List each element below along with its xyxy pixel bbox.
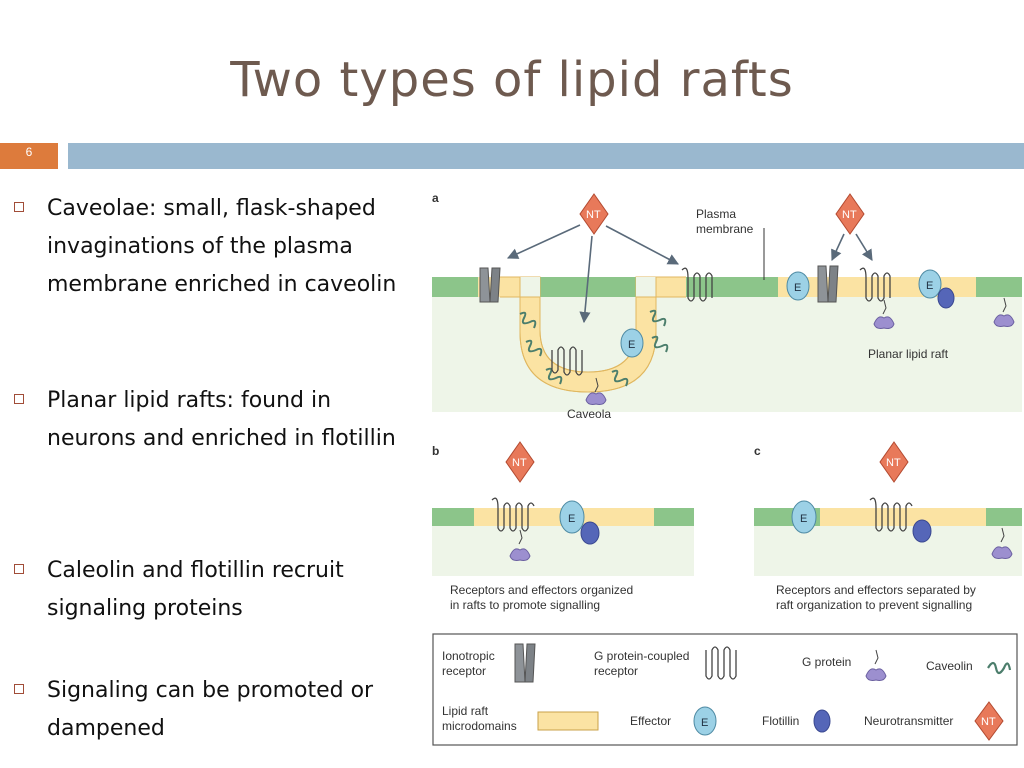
effector-label: E <box>701 717 708 729</box>
effector-label: E <box>628 339 635 351</box>
bullet-checkbox-icon <box>14 564 24 574</box>
lipid-raft-swatch <box>537 711 599 731</box>
bullet-text: Caleolin and flotillin recruit signaling… <box>47 558 344 621</box>
legend-label: Neurotransmitter <box>864 714 953 728</box>
legend-label: receptor <box>442 664 486 678</box>
nt-label: NT <box>842 209 857 221</box>
flotillin-icon <box>912 519 932 543</box>
bullet-checkbox-icon <box>14 394 24 404</box>
effector-icon <box>786 271 810 301</box>
effector-icon <box>693 706 717 736</box>
legend-label: Lipid raft <box>442 704 489 718</box>
gpcr-icon <box>491 497 535 532</box>
panel-b-caption: Receptors and effectors organized <box>450 583 633 597</box>
legend-label: G protein <box>802 655 851 669</box>
g-protein-icon <box>509 529 531 561</box>
caveola-cutout <box>520 277 540 297</box>
panel-b: b NT E Receptors and effectors organized… <box>432 441 694 612</box>
panel-b-letter: b <box>432 444 439 458</box>
neurotransmitter-icon: NT <box>505 441 535 483</box>
caveolin-icon <box>987 661 1012 675</box>
effector-label: E <box>794 282 801 294</box>
nt-label: NT <box>512 457 527 469</box>
gpcr-icon <box>551 346 583 376</box>
gpcr-icon <box>859 267 891 302</box>
legend-label: Effector <box>630 714 671 728</box>
lipid-raft-region <box>820 508 986 526</box>
g-protein-icon <box>865 649 887 681</box>
ionotropic-receptor-icon <box>817 265 839 303</box>
flotillin-icon <box>813 709 831 733</box>
g-protein-icon <box>991 527 1013 559</box>
flotillin-icon <box>937 287 955 309</box>
plasma-membrane-label: Plasma <box>696 207 736 221</box>
legend-label: Ionotropic <box>442 649 495 663</box>
bullet-text: Caveolae: small, flask-shaped invaginati… <box>47 196 397 297</box>
header-bar <box>68 143 1024 169</box>
g-protein-icon <box>873 299 895 329</box>
effector-label: E <box>800 513 807 525</box>
plasma-membrane-label: membrane <box>696 222 754 236</box>
slide-title: Two types of lipid rafts <box>230 52 794 108</box>
legend-label: Flotillin <box>762 714 799 728</box>
planar-raft-label: Planar lipid raft <box>868 347 949 361</box>
panel-c-caption: raft organization to prevent signalling <box>776 598 972 612</box>
effector-icon <box>620 328 644 358</box>
legend: Ionotropic receptor G protein-coupled re… <box>432 633 1018 746</box>
panel-c-letter: c <box>754 444 761 458</box>
effector-label: E <box>926 280 933 292</box>
legend-label: receptor <box>594 664 638 678</box>
ionotropic-receptor-icon <box>514 643 536 683</box>
neurotransmitter-icon: NT <box>835 193 865 235</box>
ionotropic-receptor-icon <box>479 267 501 303</box>
gpcr-icon <box>681 267 713 302</box>
neurotransmitter-icon: NT <box>974 701 1004 741</box>
legend-label: G protein-coupled <box>594 649 689 663</box>
caveola-cutout <box>636 277 656 297</box>
bullet-text: Signaling can be promoted or dampened <box>47 678 374 741</box>
effector-icon <box>918 269 942 299</box>
panel-c: c E NT Receptors and effectors separated… <box>754 441 1022 612</box>
legend-label: microdomains <box>442 719 517 733</box>
nt-label: NT <box>981 716 996 728</box>
slide-number: 6 <box>25 145 33 159</box>
panel-a-letter: a <box>432 191 439 205</box>
panel-c-caption: Receptors and effectors separated by <box>776 583 976 597</box>
bullet-text: Planar lipid rafts: found in neurons and… <box>47 388 396 451</box>
effector-icon <box>791 500 817 534</box>
gpcr-icon <box>869 497 913 532</box>
bullet-checkbox-icon <box>14 684 24 694</box>
neurotransmitter-icon: NT <box>579 193 609 235</box>
nt-label: NT <box>586 209 601 221</box>
gpcr-icon <box>705 646 737 680</box>
legend-label: Caveolin <box>926 659 973 673</box>
effector-icon <box>559 500 585 534</box>
panel-b-caption: in rafts to promote signalling <box>450 598 600 612</box>
caveolin-icon <box>519 309 669 387</box>
nt-label: NT <box>886 457 901 469</box>
bullet-checkbox-icon <box>14 202 24 212</box>
slide-number-badge <box>0 143 58 169</box>
flotillin-icon <box>580 521 600 545</box>
effector-label: E <box>568 513 575 525</box>
g-protein-icon <box>993 297 1015 327</box>
caveola-label: Caveola <box>567 407 611 421</box>
neurotransmitter-icon: NT <box>879 441 909 483</box>
panel-a: a E <box>432 191 1022 421</box>
g-protein-icon <box>585 377 607 405</box>
